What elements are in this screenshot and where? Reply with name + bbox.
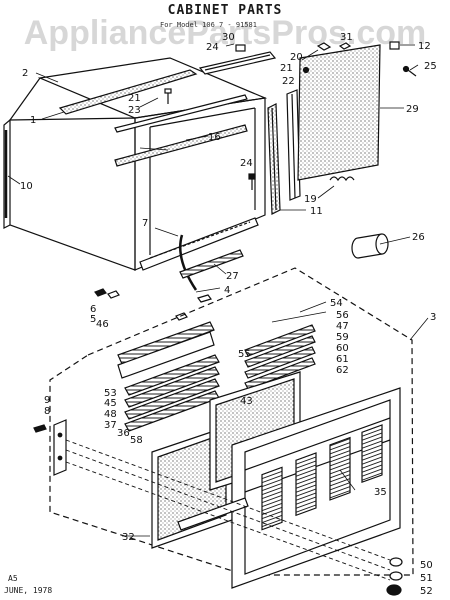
model-subtitle: For Model 106 7 - 91581 bbox=[160, 21, 257, 29]
callout-6: 6 bbox=[90, 304, 96, 315]
callout-59: 59 bbox=[336, 332, 349, 343]
callout-43: 43 bbox=[240, 396, 253, 407]
drain-hose bbox=[179, 234, 198, 291]
callout-54: 54 bbox=[330, 298, 343, 309]
louver-assembly-right bbox=[244, 324, 316, 390]
callout-19: 19 bbox=[304, 194, 317, 205]
callout-61: 61 bbox=[336, 354, 349, 365]
callout-4: 4 bbox=[224, 285, 230, 296]
base-bolts bbox=[94, 288, 212, 321]
callout-60: 60 bbox=[336, 343, 349, 354]
front-grille-35 bbox=[231, 387, 401, 589]
foam-seal-16 bbox=[114, 124, 248, 167]
bracket-20 bbox=[316, 42, 332, 51]
callout-31: 31 bbox=[340, 32, 353, 43]
callout-35: 35 bbox=[374, 487, 387, 498]
screw-24-upper bbox=[235, 44, 246, 52]
side-rail-22 bbox=[286, 89, 301, 201]
side-bracket bbox=[33, 419, 67, 476]
callout-1: 1 bbox=[30, 115, 36, 126]
bottom-bar-32 bbox=[177, 497, 249, 531]
callout-36: 36 bbox=[117, 428, 130, 439]
callout-8: 8 bbox=[44, 406, 50, 417]
callout-25: 25 bbox=[424, 61, 437, 72]
callout-32: 32 bbox=[122, 532, 135, 543]
capacitor-26 bbox=[351, 233, 389, 259]
callout-55: 55 bbox=[238, 349, 251, 360]
callout-11: 11 bbox=[310, 206, 323, 217]
callout-2: 2 bbox=[22, 68, 28, 79]
callout-21b: 21 bbox=[280, 63, 293, 74]
callout-29: 29 bbox=[406, 104, 419, 115]
louver-assembly bbox=[117, 321, 220, 432]
footer-code: A5 bbox=[8, 574, 18, 583]
callout-58: 58 bbox=[130, 435, 143, 446]
callout-27: 27 bbox=[226, 271, 239, 282]
callout-9: 9 bbox=[44, 395, 50, 406]
callout-48: 48 bbox=[104, 409, 117, 420]
callout-52: 52 bbox=[420, 586, 433, 597]
callout-37: 37 bbox=[104, 420, 117, 431]
callout-62: 62 bbox=[336, 365, 349, 376]
base-rail-27 bbox=[179, 249, 244, 279]
screw-24-lower bbox=[248, 173, 256, 190]
callout-5: 5 bbox=[90, 314, 96, 325]
callout-23: 23 bbox=[128, 105, 141, 116]
callout-46: 46 bbox=[96, 319, 109, 330]
side-rail-11 bbox=[267, 103, 281, 215]
bracket-21 bbox=[338, 42, 352, 50]
callout-45: 45 bbox=[104, 398, 117, 409]
callout-26: 26 bbox=[412, 232, 425, 243]
callout-47: 47 bbox=[336, 321, 349, 332]
page-title: CABINET PARTS bbox=[167, 3, 283, 18]
screw-21 bbox=[164, 88, 172, 104]
callout-30: 30 bbox=[222, 32, 235, 43]
callout-3: 3 bbox=[430, 312, 436, 323]
cross-brace bbox=[114, 94, 248, 133]
callout-7: 7 bbox=[142, 218, 148, 229]
callout-56: 56 bbox=[336, 310, 349, 321]
clip-19 bbox=[329, 176, 355, 182]
callout-53: 53 bbox=[104, 388, 117, 399]
callout-12: 12 bbox=[418, 41, 431, 52]
callout-24a: 24 bbox=[206, 42, 219, 53]
screw-25 bbox=[402, 65, 417, 77]
callout-51: 51 bbox=[420, 573, 433, 584]
callout-21a: 21 bbox=[128, 93, 141, 104]
block-12 bbox=[389, 41, 400, 50]
filter-panel-29 bbox=[297, 44, 381, 181]
footer-date: JUNE, 1978 bbox=[4, 586, 53, 595]
grille-fasteners bbox=[386, 557, 403, 596]
callout-10: 10 bbox=[20, 181, 33, 192]
callout-24b: 24 bbox=[240, 158, 253, 169]
callout-20: 20 bbox=[290, 52, 303, 63]
grille-assembly-boundary bbox=[49, 267, 414, 576]
screw-21-side bbox=[302, 66, 310, 74]
callout-50: 50 bbox=[420, 560, 433, 571]
callout-22: 22 bbox=[282, 76, 295, 87]
callout-16: 16 bbox=[208, 132, 221, 143]
